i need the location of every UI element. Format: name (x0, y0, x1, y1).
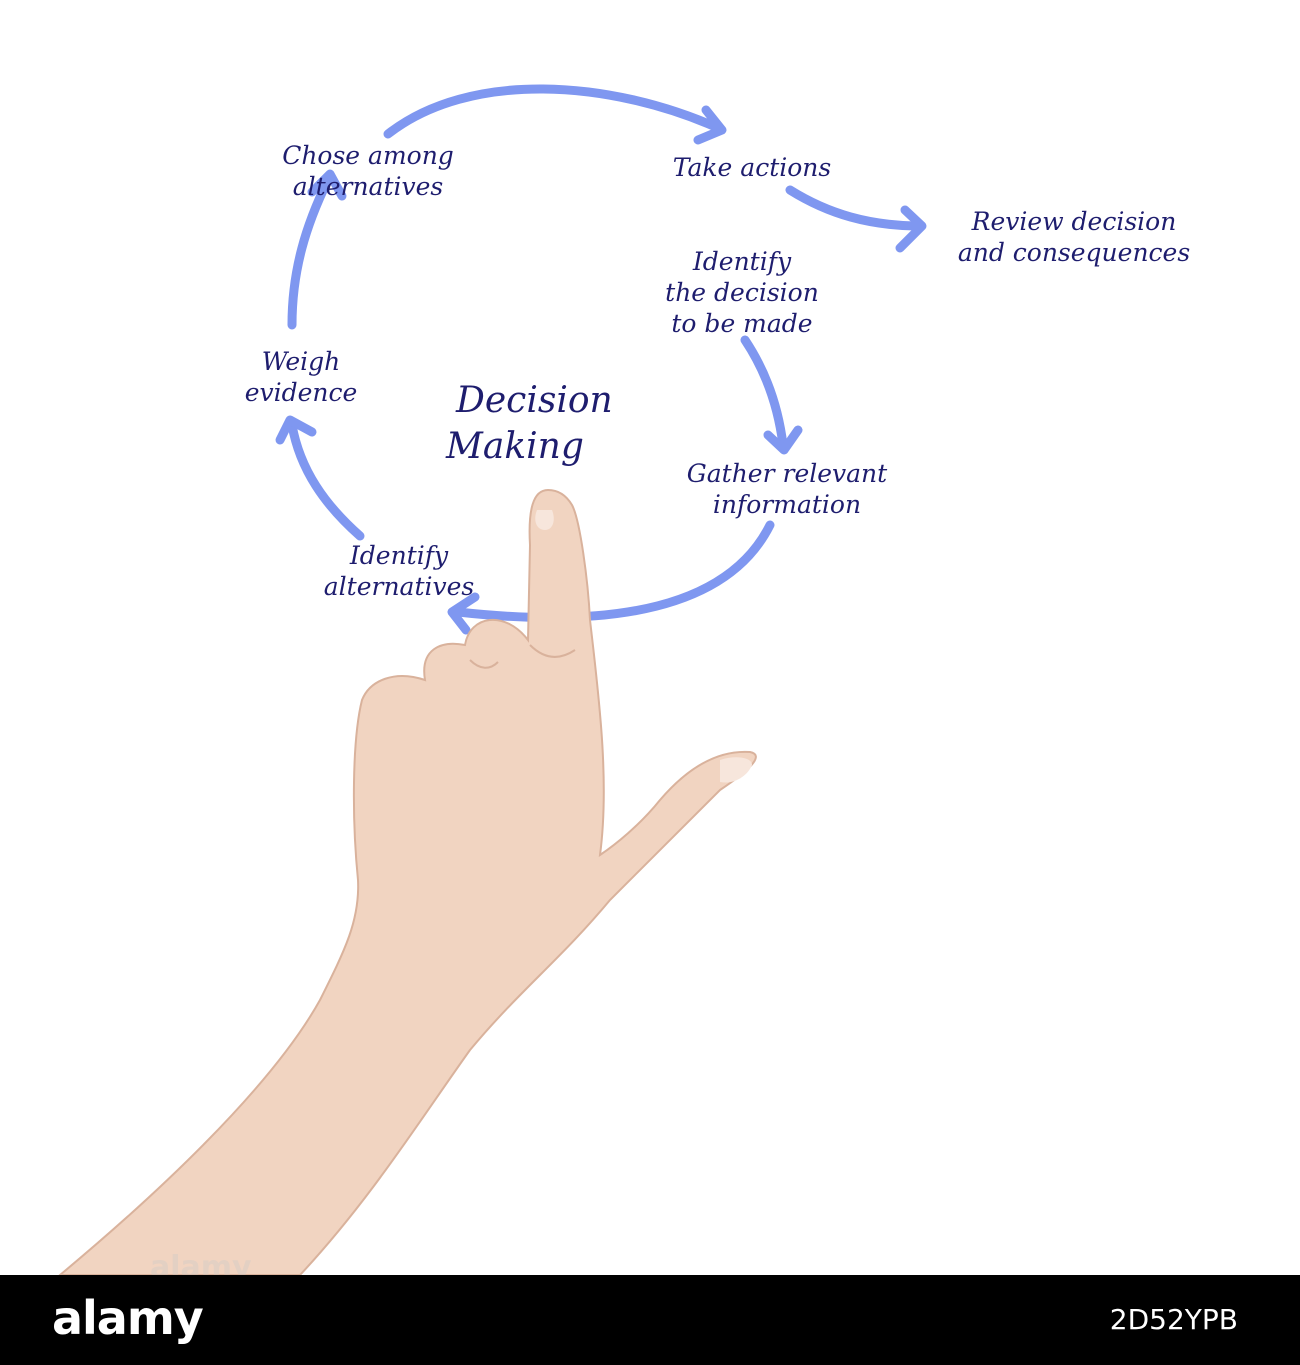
arrow-weigh-to-chose (287, 175, 333, 330)
step-review-decision-line-1: Review decision (971, 207, 1177, 236)
step-take-actions: Take actions (646, 152, 858, 183)
arrow-identify-to-gather-head (763, 425, 803, 455)
stock-footer-bar: alamy 2D52YPB (0, 1275, 1300, 1365)
arrow-alternatives-to-weigh (287, 420, 365, 541)
step-identify-decision: Identify the decision to be made (632, 246, 852, 339)
step-weigh-evidence-line-1: Weigh (261, 347, 341, 376)
step-identify-decision-line-3: to be made (671, 309, 813, 338)
arrow-take-to-review-head (895, 205, 927, 253)
step-identify-alternatives-line-2: alternatives (323, 572, 475, 601)
image-id: 2D52YPB (1109, 1303, 1238, 1336)
arrow-chose-to-take-head (693, 105, 727, 145)
step-review-decision: Review decision and consequences (928, 206, 1220, 268)
step-identify-decision-line-1: Identify (692, 247, 792, 276)
alamy-logo: alamy (52, 1291, 204, 1345)
step-take-actions-line-1: Take actions (672, 153, 832, 182)
arrow-gather-to-alternatives (453, 520, 775, 623)
arrow-gather-to-alternatives-head (447, 592, 480, 635)
step-gather-information-line-2: information (712, 490, 862, 519)
step-identify-decision-line-2: the decision (665, 278, 819, 307)
diagram-title: Decision Making (446, 378, 613, 470)
decision-cycle-diagram (58, 84, 927, 1275)
arrow-alternatives-to-weigh-head (275, 415, 317, 445)
step-weigh-evidence-line-2: evidence (244, 378, 358, 407)
step-chose-among-alternatives-line-1: Chose among (282, 141, 454, 170)
arrow-identify-to-gather (740, 335, 788, 450)
arrow-weigh-to-chose-head (307, 169, 347, 201)
step-identify-alternatives: Identify alternatives (296, 540, 502, 602)
pointing-hand-illustration (58, 488, 757, 1275)
arrow-take-to-review (785, 185, 920, 231)
step-weigh-evidence: Weigh evidence (226, 346, 376, 408)
diagram-title-line-2: Making (446, 426, 584, 467)
arrow-chose-to-take (383, 84, 723, 139)
step-chose-among-alternatives: Chose among alternatives (258, 140, 478, 202)
step-gather-information-line-1: Gather relevant (686, 459, 888, 488)
step-identify-alternatives-line-1: Identify (349, 541, 449, 570)
step-chose-among-alternatives-line-2: alternatives (292, 172, 444, 201)
step-gather-information: Gather relevant information (652, 458, 922, 520)
diagram-canvas: Decision Making Identify the decision to… (58, 84, 1220, 1275)
step-review-decision-line-2: and consequences (957, 238, 1191, 267)
diagram-title-line-1: Decision (456, 380, 613, 421)
